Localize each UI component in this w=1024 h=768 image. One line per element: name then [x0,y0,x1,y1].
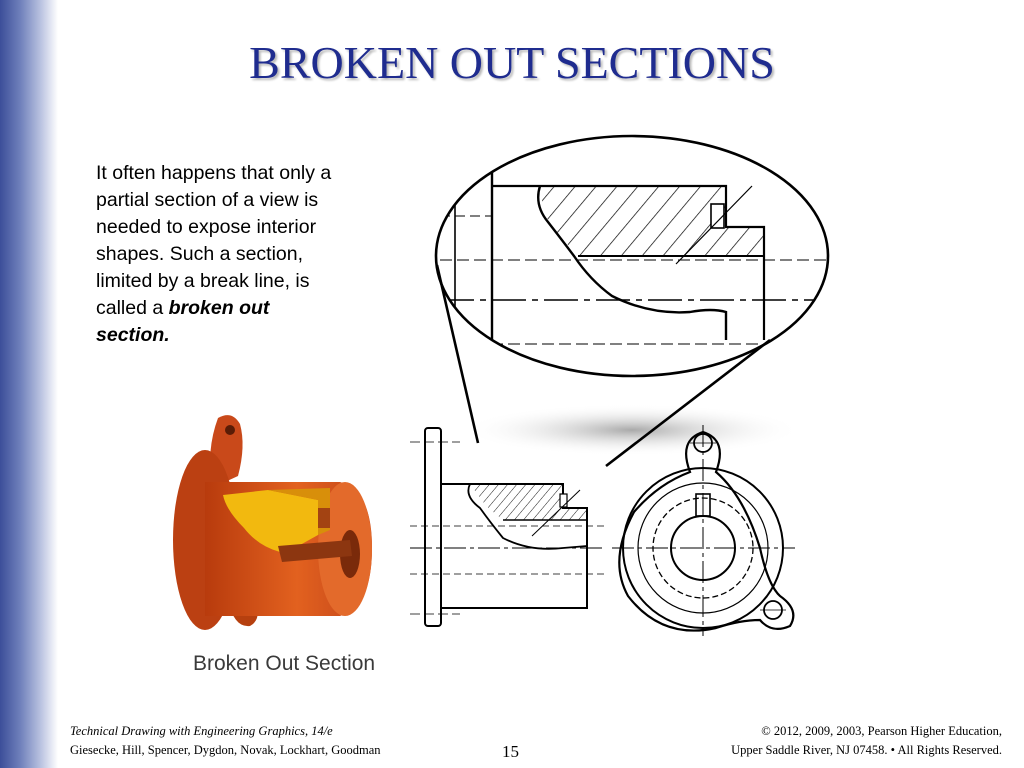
end-view [612,425,795,636]
footer-copyright: © 2012, 2009, 2003, Pearson Higher Educa… [761,724,1002,738]
footer-right: © 2012, 2009, 2003, Pearson Higher Educa… [731,722,1002,760]
body-text-emphasis: broken out section. [96,297,270,346]
footer-book-title: Technical Drawing with Engineering Graph… [70,724,333,738]
rendered-part-3d [173,415,372,630]
magnified-detail [436,136,828,376]
figure-caption: Broken Out Section [193,652,376,675]
magnified-detail-outline [434,134,830,378]
leader-line-right [605,338,771,468]
body-text: It often happens that only a partial sec… [96,160,336,349]
leader-line-left [435,264,480,444]
slide-title: BROKEN OUT SECTIONS [249,37,775,88]
slide-accent-bar [0,0,58,768]
detail-shadow [462,404,802,456]
slide-number: 15 [502,742,519,761]
footer-authors: Giesecke, Hill, Spencer, Dygdon, Novak, … [70,743,381,757]
front-view-broken-out [410,427,605,627]
footer-rights: Upper Saddle River, NJ 07458. • All Righ… [731,743,1002,757]
footer-left: Technical Drawing with Engineering Graph… [70,722,381,760]
body-text-main: It often happens that only a partial sec… [96,162,332,319]
